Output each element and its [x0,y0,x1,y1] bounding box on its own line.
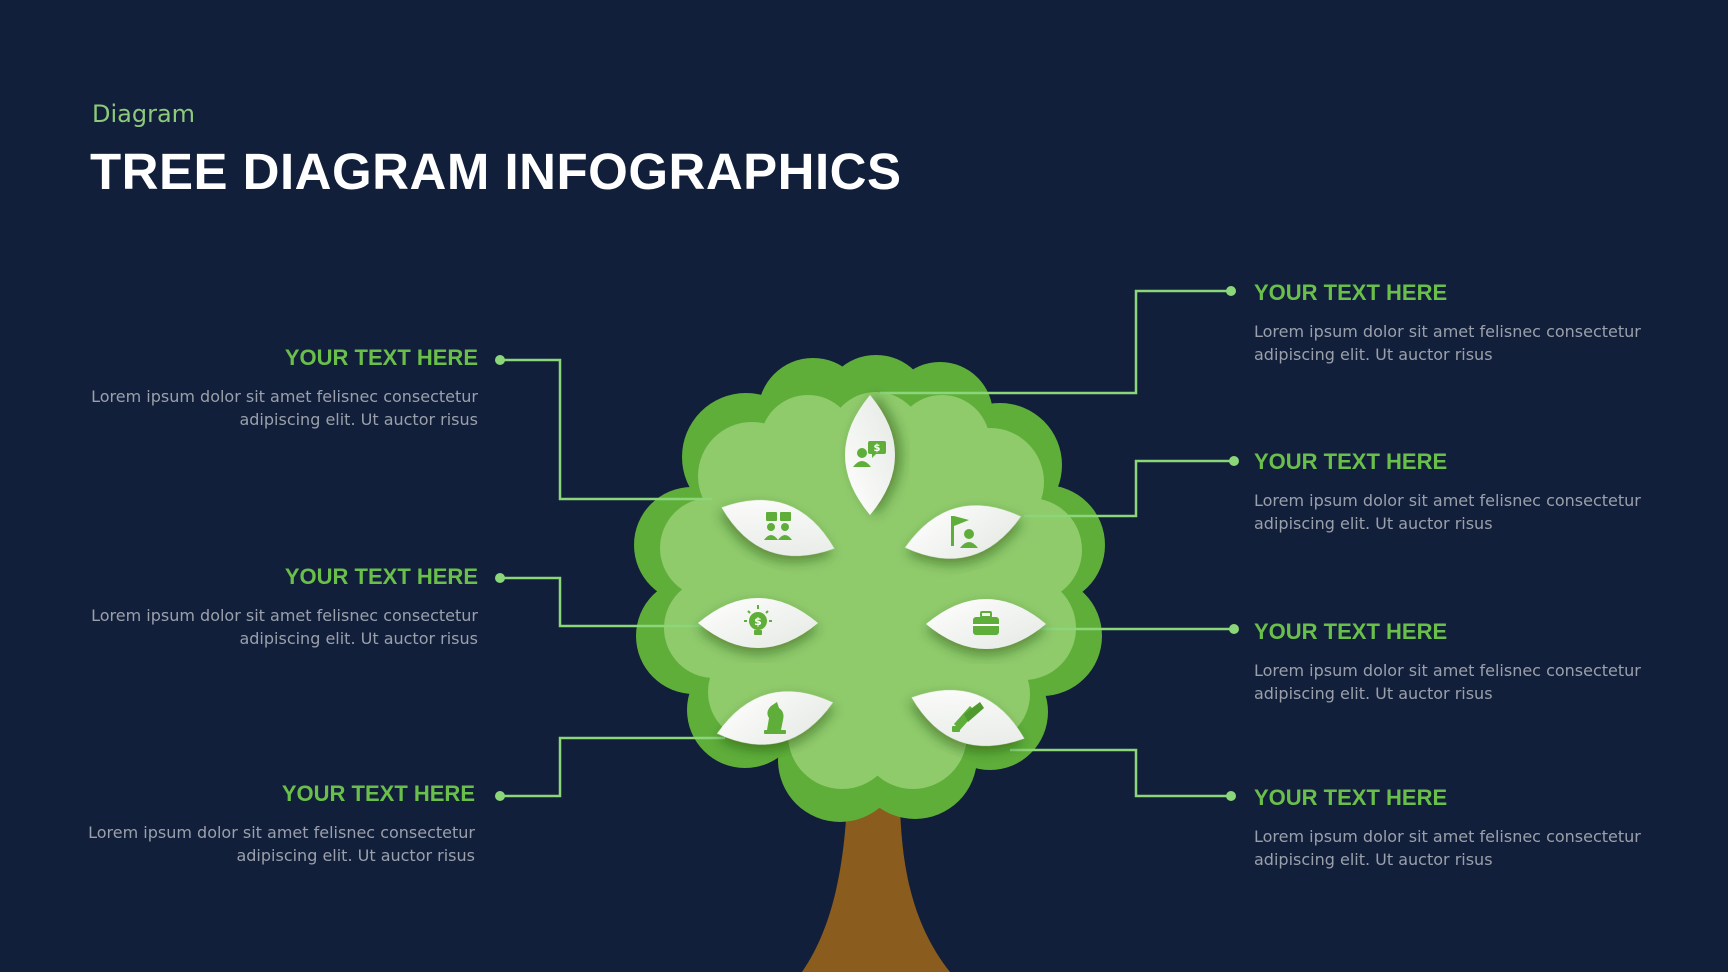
callout-heading: YOUR TEXT HERE [1254,785,1448,810]
callout-body: Lorem ipsum dolor sit amet felisnec cons… [91,387,478,429]
connector-left-2 [500,576,705,628]
leaf-top [845,395,895,515]
flag-person-icon [951,516,978,548]
callout-heading: YOUR TEXT HERE [284,564,478,589]
connector-left-1 [500,358,712,501]
slide-title: TREE DIAGRAM INFOGRAPHICS [90,143,902,200]
callout-heading: YOUR TEXT HERE [1254,619,1448,644]
money-chat-icon: $ [853,441,886,467]
callout-body: Lorem ipsum dolor sit amet felisnec cons… [1254,661,1641,703]
svg-text:$: $ [874,443,881,454]
callout-left-3: YOUR TEXT HERE Lorem ipsum dolor sit ame… [55,781,475,867]
connector-dot [495,573,505,583]
connector-right-2 [1024,459,1234,518]
tree-trunk [802,760,950,972]
callout-left-2: YOUR TEXT HERE Lorem ipsum dolor sit ame… [58,564,478,650]
slide-subtitle: Diagram [92,100,196,128]
connector-lines [500,289,1234,798]
callout-body: Lorem ipsum dolor sit amet felisnec cons… [1254,491,1641,533]
chess-knight-icon [764,702,786,734]
leaf-top-right [905,505,1021,559]
connector-right-1 [880,289,1231,395]
connector-left-3 [500,736,725,798]
svg-text:$: $ [754,615,762,628]
idea-bulb-icon: $ [744,605,772,635]
connector-dot [495,791,505,801]
callout-heading: YOUR TEXT HERE [1254,449,1448,474]
callout-heading: YOUR TEXT HERE [1254,280,1448,305]
callout-body: Lorem ipsum dolor sit amet felisnec cons… [91,606,478,648]
connector-right-4 [1010,748,1231,798]
leaf-top-left [721,500,835,556]
team-meeting-icon [764,512,792,540]
briefcase-icon [973,611,999,635]
callout-right-1: YOUR TEXT HERE Lorem ipsum dolor sit ame… [1254,280,1674,366]
connector-dot [1229,456,1239,466]
connector-dot [1229,624,1239,634]
callout-right-2: YOUR TEXT HERE Lorem ipsum dolor sit ame… [1254,449,1674,535]
callout-body: Lorem ipsum dolor sit amet felisnec cons… [1254,827,1641,869]
connector-dot [1226,791,1236,801]
callout-body: Lorem ipsum dolor sit amet felisnec cons… [88,823,475,865]
callout-body: Lorem ipsum dolor sit amet felisnec cons… [1254,322,1641,364]
connector-dot [1226,286,1236,296]
callout-left-1: YOUR TEXT HERE Lorem ipsum dolor sit ame… [58,345,478,431]
handshake-icon [952,702,984,732]
connector-dots [495,286,1239,801]
callout-right-3: YOUR TEXT HERE Lorem ipsum dolor sit ame… [1254,619,1674,705]
callout-right-4: YOUR TEXT HERE Lorem ipsum dolor sit ame… [1254,785,1674,871]
callout-heading: YOUR TEXT HERE [281,781,475,806]
callout-heading: YOUR TEXT HERE [284,345,478,370]
connector-dot [495,355,505,365]
